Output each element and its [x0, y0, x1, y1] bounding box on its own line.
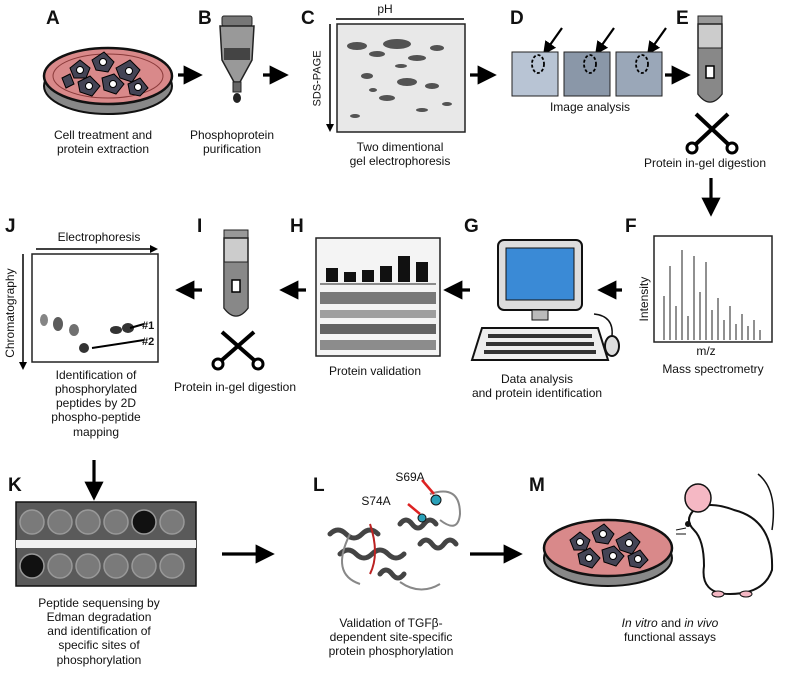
caption-j-line2: phosphorylated [54, 382, 138, 397]
caption-f: Mass spectrometry [662, 362, 764, 376]
caption-b-line2: purification [202, 142, 262, 157]
caption-j-line1: Identification of [55, 368, 137, 382]
caption-m-in-vitro: In vitro [621, 616, 658, 630]
caption-c-line2: gel electrophoresis [349, 154, 451, 169]
ph-axis-label: pH [377, 2, 393, 16]
sds-page-axis [326, 24, 334, 132]
image-analysis-panels [511, 51, 663, 97]
label-i: I [197, 216, 203, 237]
label-f: F [625, 216, 637, 237]
electrophoresis-axis [36, 245, 158, 253]
computer-icon [470, 239, 620, 361]
caption-d: Image analysis [549, 100, 631, 114]
caption-m-line1: In vitro and in vivo [600, 616, 740, 630]
peptide-map [31, 253, 159, 363]
intensity-label: Intensity [636, 276, 651, 322]
caption-l-line2: dependent site-specific [329, 630, 453, 645]
purification-column-icon [219, 15, 255, 103]
label-e: E [676, 8, 689, 29]
label-m: M [529, 475, 545, 496]
caption-k-line4: specific sites of [58, 638, 140, 653]
ph-axis [336, 18, 464, 20]
arrow-spot-2 [595, 27, 615, 55]
mz-label: m/z [696, 344, 716, 358]
caption-k-line1: Peptide sequensing by [38, 596, 160, 610]
label-a: A [46, 8, 60, 29]
caption-m: In vitro and in vivo functional assays [600, 616, 740, 644]
caption-k-line2: Edman degradation [46, 610, 152, 625]
caption-m-in-vivo: in vivo [684, 616, 719, 630]
chromatography-label: Chromatography [2, 268, 17, 358]
caption-k-line5: phosphorylation [56, 652, 142, 667]
label-h: H [290, 216, 304, 237]
label-c: C [301, 8, 315, 29]
caption-c: Two dimentional gel electrophoresis [330, 140, 470, 168]
caption-j-line4: phospho-peptide [51, 410, 141, 425]
caption-g: Data analysis and protein identification [452, 372, 622, 400]
sds-page-label: SDS-PAGE [311, 50, 324, 107]
edman-membrane [15, 501, 197, 587]
site-s69a-label: S69A [395, 470, 425, 484]
caption-l: Validation of TGFβ- dependent site-speci… [306, 616, 476, 658]
caption-i: Protein in-gel digestion [173, 380, 297, 394]
electrophoresis-label: Electrophoresis [57, 230, 141, 244]
tube-scissors-e [685, 15, 739, 155]
western-blot [315, 237, 441, 357]
petri-dish-m [542, 518, 674, 587]
label-l: L [313, 475, 325, 496]
caption-b-line1: Phosphoprotein [189, 128, 275, 142]
label-g: G [464, 216, 479, 237]
caption-g-line1: Data analysis [500, 372, 574, 386]
caption-m-and: and [657, 616, 685, 630]
caption-g-line2: and protein identification [471, 386, 603, 401]
caption-j-line3: peptides by 2D [55, 396, 137, 411]
chromatography-axis [19, 254, 27, 370]
protein-structure [327, 479, 462, 591]
label-k: K [8, 475, 22, 496]
label-b: B [198, 8, 212, 29]
tube-scissors-i [211, 229, 265, 371]
caption-k-line3: and identification of [47, 624, 151, 639]
label-j: J [5, 216, 16, 237]
label-d: D [510, 8, 524, 29]
gel-image [336, 23, 466, 133]
mouse-icon [675, 473, 775, 598]
spot-2-label: #2 [142, 336, 155, 348]
caption-l-line3: protein phosphorylation [328, 644, 454, 659]
caption-a-line2: protein extraction [56, 142, 150, 157]
mass-spectrum [653, 235, 773, 343]
petri-dish-a [42, 46, 174, 115]
arrow-spot-3 [647, 27, 667, 55]
spot-1-label: #1 [142, 320, 155, 332]
arrow-spot-1 [543, 27, 563, 55]
caption-k: Peptide sequensing by Edman degradation … [14, 596, 184, 667]
caption-h: Protein validation [328, 364, 422, 378]
caption-e: Protein in-gel digestion [643, 156, 767, 170]
site-s74a-label: S74A [361, 494, 391, 508]
caption-c-line1: Two dimentional [356, 140, 444, 154]
caption-j-line5: mapping [72, 424, 120, 439]
caption-a-line1: Cell treatment and [53, 128, 153, 142]
caption-b: Phosphoprotein purification [172, 128, 292, 156]
caption-m-line2: functional assays [623, 630, 717, 645]
caption-j: Identification of phosphorylated peptide… [26, 368, 166, 439]
caption-l-line1: Validation of TGFβ- [339, 616, 443, 630]
caption-a: Cell treatment and protein extraction [28, 128, 178, 156]
